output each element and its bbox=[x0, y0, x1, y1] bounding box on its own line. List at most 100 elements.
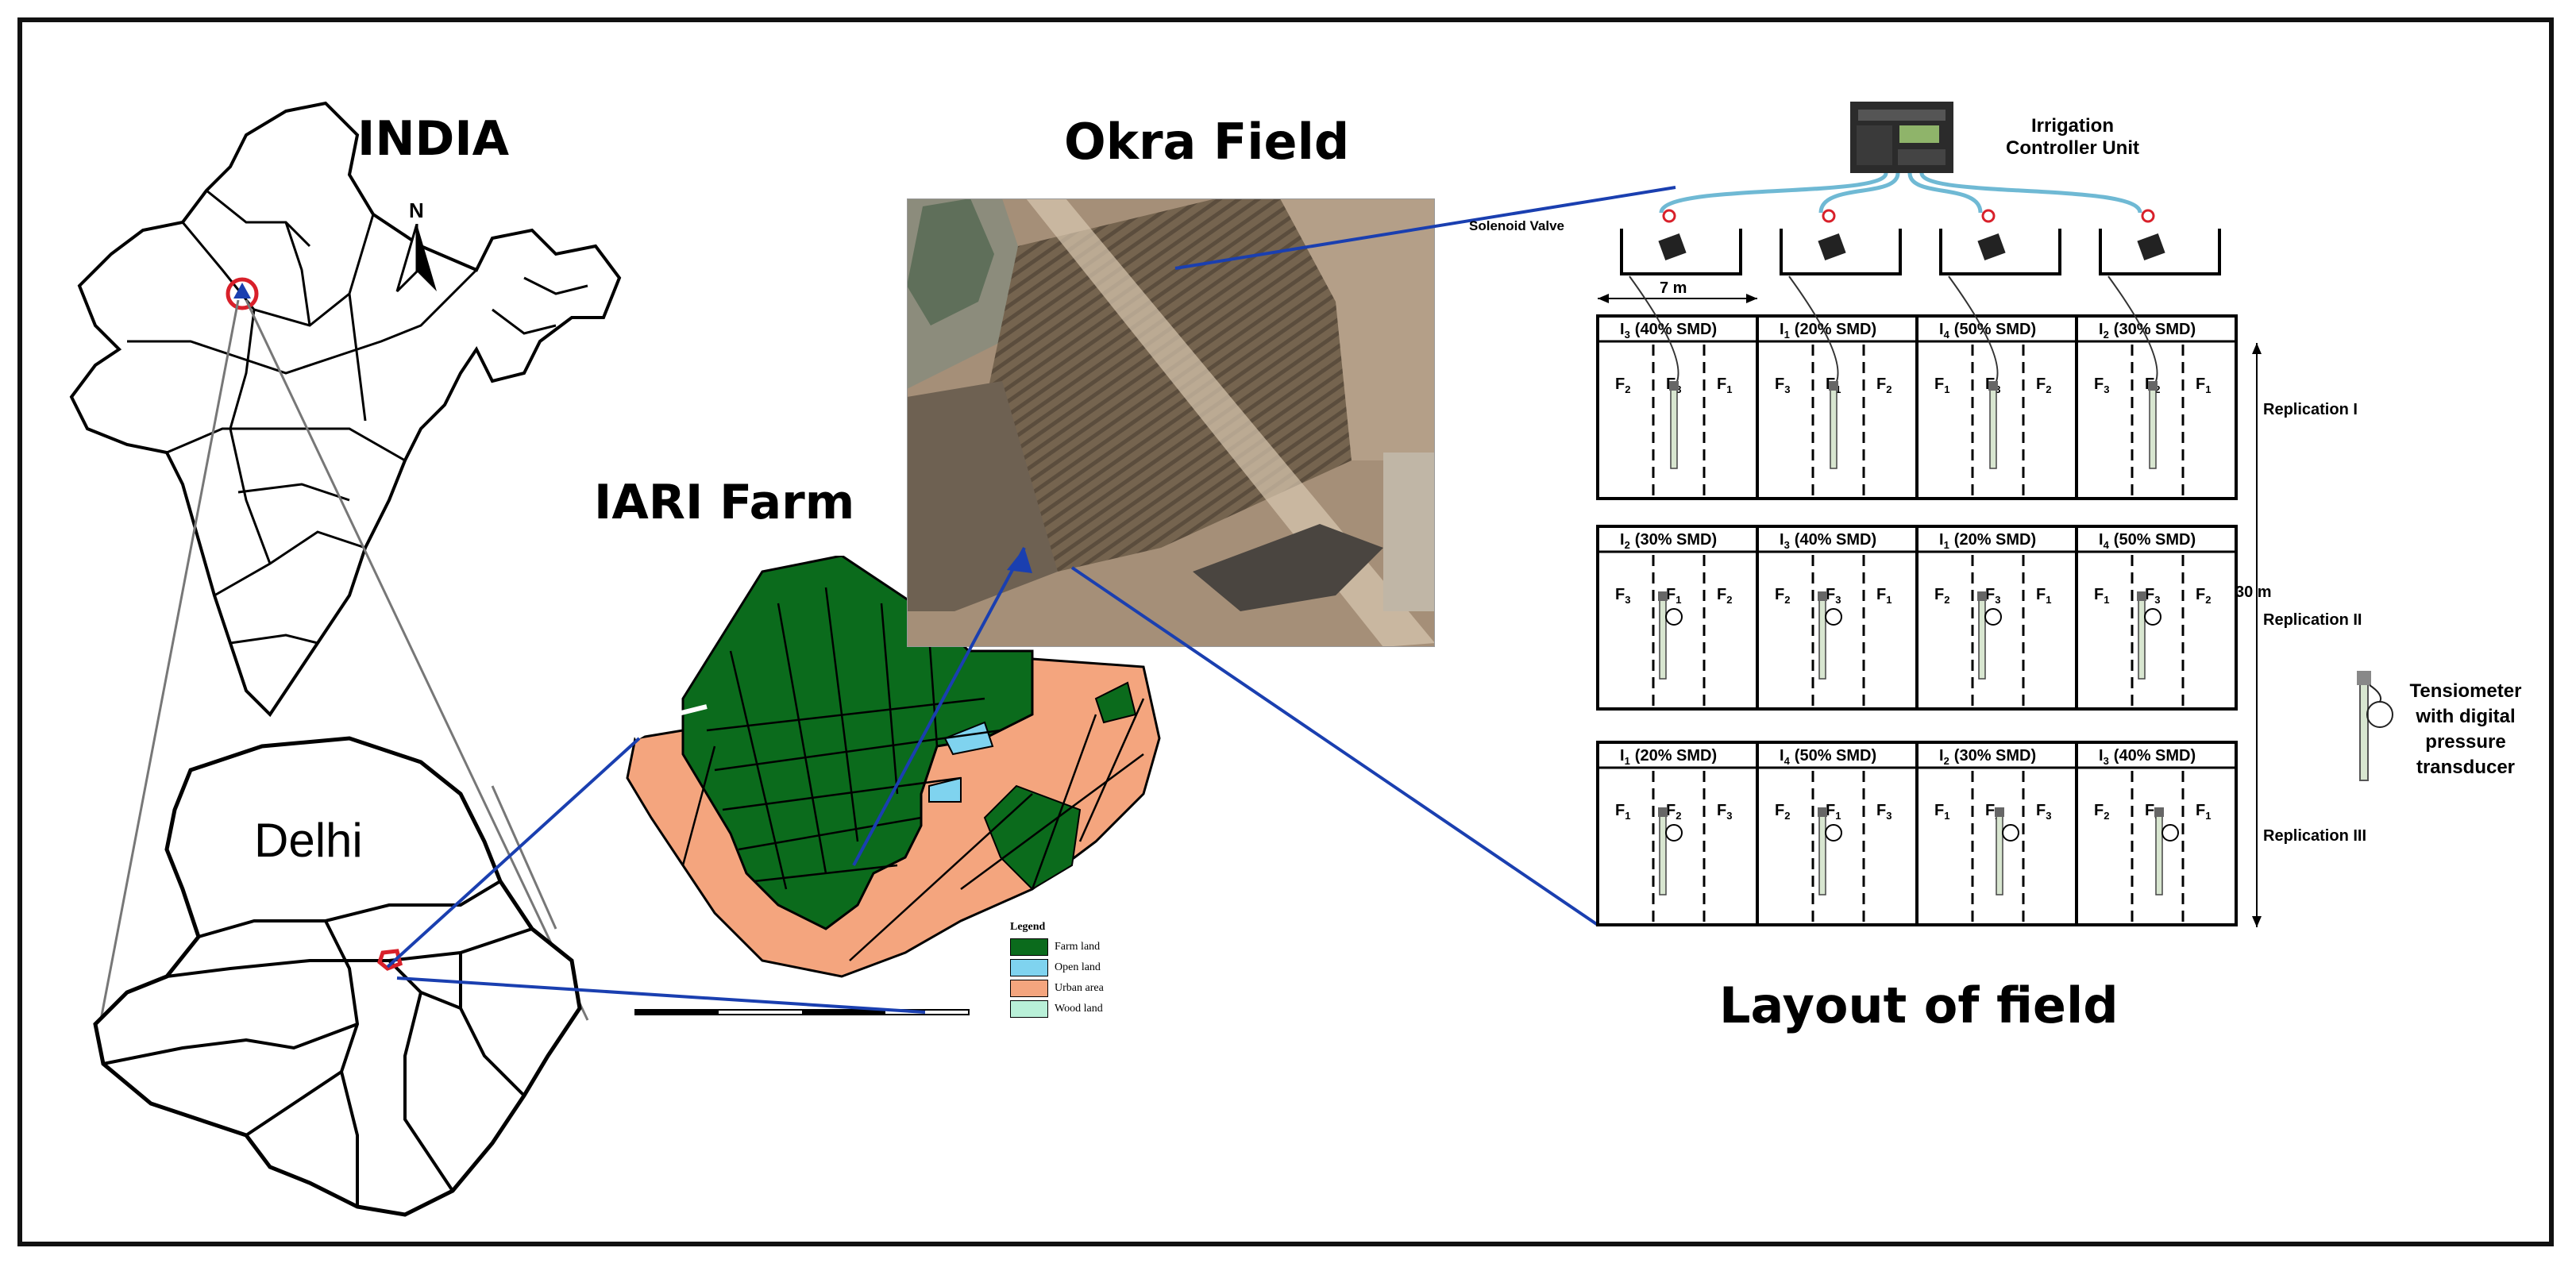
tensiometer-label-line4: transducer bbox=[2416, 757, 2516, 778]
tensiometer-cap-icon bbox=[1658, 591, 1668, 601]
width-dimension-label: 7 m bbox=[1660, 279, 1687, 297]
tensiometer-cap-icon bbox=[1977, 591, 1987, 601]
fertigation-label: F3 bbox=[1826, 586, 1841, 606]
treatment-label: I4(50% SMD) bbox=[2099, 531, 2196, 551]
transducer-coil-icon bbox=[2144, 608, 2161, 626]
delhi-outline bbox=[93, 736, 582, 1217]
tensiometer-label-line3: pressure bbox=[2425, 731, 2506, 753]
transducer-coil-icon bbox=[2002, 824, 2019, 842]
transducer-coil-icon bbox=[1665, 824, 1683, 842]
irrigation-pipe bbox=[1907, 172, 1983, 214]
iari-location-marker bbox=[377, 949, 403, 971]
iari-farm-map bbox=[626, 556, 1161, 1015]
legend-item-label: Wood land bbox=[1055, 1003, 1103, 1015]
irrigation-pipe bbox=[1659, 171, 1888, 214]
arrowhead bbox=[1598, 294, 1609, 303]
india-title: INDIA bbox=[357, 111, 510, 167]
valve-tray bbox=[1780, 229, 1902, 275]
fertigation-label: F2 bbox=[1666, 802, 1681, 822]
fertigation-label: F2 bbox=[2196, 586, 2211, 606]
valve-fitting-icon bbox=[1822, 209, 1836, 223]
valve-tray bbox=[1939, 229, 2061, 275]
transducer-coil-icon bbox=[1825, 608, 1842, 626]
tensiometer-cap-icon bbox=[1669, 381, 1679, 391]
tensiometer-label: Tensiometer with digital pressure transd… bbox=[2406, 679, 2525, 780]
fertigation-label: F1 bbox=[2094, 586, 2109, 606]
treatment-label: I2(30% SMD) bbox=[1939, 747, 2036, 767]
sensor-cable bbox=[2107, 275, 2158, 388]
legend-swatch bbox=[1010, 959, 1048, 976]
solenoid-valve-icon bbox=[1658, 233, 1687, 261]
tensiometer-cap-icon bbox=[2154, 807, 2164, 817]
fertigation-label: F3 bbox=[1985, 586, 2000, 606]
farm-plot-grid bbox=[681, 587, 1145, 961]
legend-item-label: Urban area bbox=[1055, 982, 1104, 994]
tensiometer-cap-icon bbox=[1829, 381, 1838, 391]
transducer-coil-icon bbox=[1984, 608, 2002, 626]
delhi-location-marker bbox=[226, 277, 259, 310]
fertigation-label: F1 bbox=[2196, 376, 2211, 395]
legend-item-label: Open land bbox=[1055, 961, 1101, 973]
fertigation-label: F1 bbox=[2196, 802, 2211, 822]
valve-tray bbox=[2099, 229, 2221, 275]
tensiometer-cap-icon bbox=[1818, 591, 1827, 601]
tensiometer-cap-icon bbox=[2137, 591, 2146, 601]
tensiometer-probe-icon bbox=[1818, 815, 1826, 895]
india-outline bbox=[69, 101, 622, 718]
legend-title: Legend bbox=[1010, 921, 1046, 933]
tensiometer-probe-icon bbox=[2138, 599, 2146, 680]
tensiometer-cap-icon bbox=[2148, 381, 2158, 391]
solenoid-valve-icon bbox=[1977, 233, 2006, 261]
tensiometer-label-line2: with digital bbox=[2416, 706, 2516, 727]
legend-item: Urban area bbox=[1010, 980, 1104, 997]
treatment-label: I2(30% SMD) bbox=[1620, 531, 1717, 551]
tensiometer-probe-icon bbox=[1996, 815, 2003, 895]
treatment-label: I1(20% SMD) bbox=[1780, 321, 1876, 341]
solenoid-valve-icon bbox=[2137, 233, 2165, 261]
fertigation-label: F1 bbox=[1934, 376, 1949, 395]
tensiometer-cap-icon bbox=[1988, 381, 1998, 391]
treatment-label: I3(40% SMD) bbox=[1780, 531, 1876, 551]
treatment-label: I4(50% SMD) bbox=[1780, 747, 1876, 767]
north-label: N bbox=[409, 198, 424, 222]
replication-label: Replication III bbox=[2263, 827, 2366, 845]
tensiometer-cap-icon bbox=[1658, 807, 1668, 817]
arrowhead bbox=[2252, 343, 2262, 354]
delhi-map bbox=[93, 736, 582, 1217]
tensiometer-probe-icon bbox=[1659, 599, 1667, 680]
fertigation-label: F1 bbox=[2036, 586, 2051, 606]
fertigation-label: F2 bbox=[1717, 586, 1732, 606]
sensor-cable bbox=[1948, 275, 1999, 388]
sensor-cable bbox=[1629, 275, 1679, 388]
replication-label: Replication II bbox=[2263, 611, 2362, 629]
legend-swatch bbox=[1010, 938, 1048, 956]
valve-fitting-icon bbox=[2141, 209, 2155, 223]
okra-field-aerial-image bbox=[907, 198, 1435, 647]
tensiometer-probe-icon bbox=[1830, 388, 1838, 469]
fertigation-label: F2 bbox=[1615, 376, 1630, 395]
fertigation-label: F3 bbox=[1876, 802, 1892, 822]
treatment-label: I1(20% SMD) bbox=[1939, 531, 2036, 551]
fertigation-label: F2 bbox=[2094, 802, 2109, 822]
controller-label-line2: Controller Unit bbox=[2006, 137, 2139, 159]
transducer-coil-icon bbox=[1825, 824, 1842, 842]
fertigation-label: F3 bbox=[2094, 376, 2109, 395]
legend-item-label: Farm land bbox=[1055, 941, 1101, 953]
fertigation-label: F1 bbox=[1826, 802, 1841, 822]
north-arrow-icon bbox=[395, 224, 437, 293]
legend-swatch bbox=[1010, 980, 1048, 997]
treatment-label: I1(20% SMD) bbox=[1620, 747, 1717, 767]
valve-fitting-icon bbox=[1981, 209, 1996, 223]
arrowhead bbox=[2252, 916, 2262, 927]
tensiometer-probe-icon bbox=[2155, 815, 2163, 895]
treatment-label: I3(40% SMD) bbox=[2099, 747, 2196, 767]
india-state-borders bbox=[127, 189, 588, 645]
valve-fitting-icon bbox=[1662, 209, 1676, 223]
controller-label: Irrigation Controller Unit bbox=[1993, 115, 2152, 160]
fertigation-label: F3 bbox=[1615, 586, 1630, 606]
legend-item: Farm land bbox=[1010, 938, 1104, 956]
